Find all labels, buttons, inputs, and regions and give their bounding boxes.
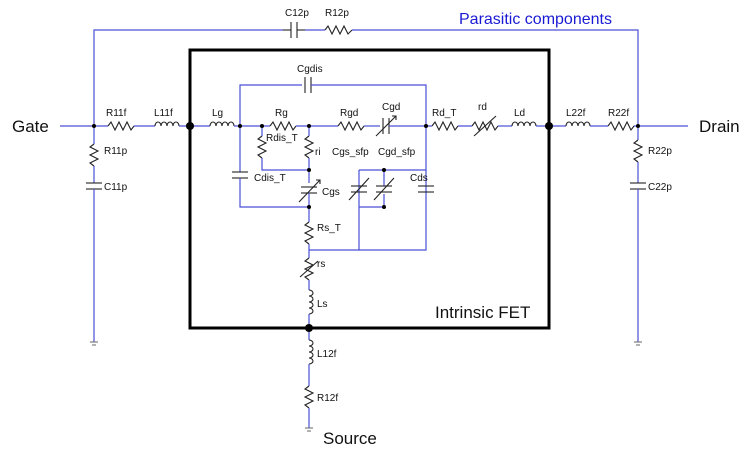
label-r22f: R22f (608, 108, 629, 119)
label-l22f: L22f (566, 108, 586, 119)
l11f-inductor (154, 121, 180, 127)
rdis-t-resistor (256, 135, 268, 159)
label-c12p: C12p (285, 8, 309, 19)
label-rgd: Rgd (340, 108, 358, 119)
label-l11f: L11f (154, 108, 173, 119)
label-l12f: L12f (317, 349, 337, 360)
cgdis-capacitor (304, 77, 312, 93)
c22p-capacitor (630, 182, 646, 190)
label-cds: Cds (410, 173, 428, 184)
label-rd-t: Rd_T (432, 108, 456, 119)
label-cgdis: Cgdis (297, 64, 323, 75)
label-ld: Ld (514, 108, 525, 119)
lg-inductor (209, 121, 235, 127)
intrinsic-fet-box (188, 48, 551, 330)
junction-dot (92, 124, 96, 128)
label-r12p: R12p (325, 8, 349, 19)
label-c22p: C22p (648, 182, 672, 193)
wire-cgdis-right (311, 84, 427, 126)
gate-label: Gate (12, 117, 49, 136)
label-c11p: C11p (104, 182, 128, 193)
wire-rdis-bottom (261, 158, 309, 171)
label-rg: Rg (275, 108, 288, 119)
r12f-resistor (303, 385, 315, 409)
source-label: Source (323, 429, 377, 448)
wire-sfp-mid (359, 170, 385, 208)
l12f-inductor (308, 339, 314, 365)
junction-dot (382, 168, 386, 172)
cgd-capacitor (375, 115, 397, 137)
parasitic-title: Parasitic components (459, 11, 612, 28)
wire-sfp-left (309, 170, 360, 251)
label-cgd: Cgd (382, 102, 400, 113)
label-cgd-sfp: Cgd_sfp (378, 147, 416, 158)
wire-parasitic-right (352, 29, 639, 126)
label-r11f: R11f (106, 108, 127, 119)
ls-inductor (308, 289, 314, 315)
cds-capacitor (418, 185, 434, 193)
junction-gate-box (186, 122, 194, 130)
rs-var-resistor (299, 257, 319, 281)
drain-label: Drain (699, 117, 740, 136)
label-lg: Lg (212, 108, 223, 119)
junction-dot (238, 124, 242, 128)
r11p-resistor (88, 143, 100, 167)
r22f-resistor (607, 120, 635, 132)
r22p-resistor (632, 139, 644, 163)
label-rd: rd (478, 102, 487, 113)
junction-dot (382, 205, 386, 209)
label-ls: Ls (317, 299, 328, 310)
rd-t-resistor (431, 120, 459, 132)
label-cgs: Cgs (322, 187, 340, 198)
ri-resistor (303, 135, 315, 159)
junction-dot (307, 205, 311, 209)
junction-dot (424, 124, 428, 128)
ground-right-icon (634, 341, 642, 346)
junction-dot (636, 124, 640, 128)
junction-drain-box (545, 122, 553, 130)
cdis-t-capacitor (232, 171, 248, 179)
label-rs: rs (317, 259, 325, 270)
junction-dot (307, 124, 311, 128)
junction-source-box (305, 324, 313, 332)
label-r12f: R12f (317, 393, 338, 404)
label-rs-t: Rs_T (317, 223, 341, 234)
ld-inductor (511, 121, 537, 127)
cgd-sfp-capacitor (373, 177, 395, 201)
c11p-capacitor (86, 182, 102, 190)
r11f-resistor (107, 120, 135, 132)
rs-t-resistor (303, 221, 315, 245)
intrinsic-fet-label: Intrinsic FET (435, 303, 530, 322)
rg-resistor (269, 120, 297, 132)
ground-left-icon (90, 341, 98, 346)
wire-parasitic-left (93, 29, 283, 126)
label-ri: ri (315, 147, 321, 158)
wire-sfp-right (359, 170, 427, 251)
cgs-sfp-capacitor (348, 177, 370, 201)
c12p-capacitor (283, 22, 305, 38)
label-r22p: R22p (648, 146, 672, 157)
ground-source-icon (305, 427, 313, 432)
l22f-inductor (565, 121, 591, 127)
label-cgs-sfp: Cgs_sfp (332, 147, 369, 158)
wire-cgdis-left (239, 84, 302, 126)
label-cdis-t: Cdis_T (254, 173, 286, 184)
rgd-resistor (337, 120, 365, 132)
junction-dot (260, 124, 264, 128)
label-rdis-t: Rdis_T (266, 133, 298, 144)
label-r11p: R11p (104, 146, 128, 157)
r12p-resistor (324, 24, 353, 36)
junction-dot (307, 168, 311, 172)
wire-cdis-bottom (239, 178, 309, 208)
rd-var-resistor (471, 115, 499, 137)
